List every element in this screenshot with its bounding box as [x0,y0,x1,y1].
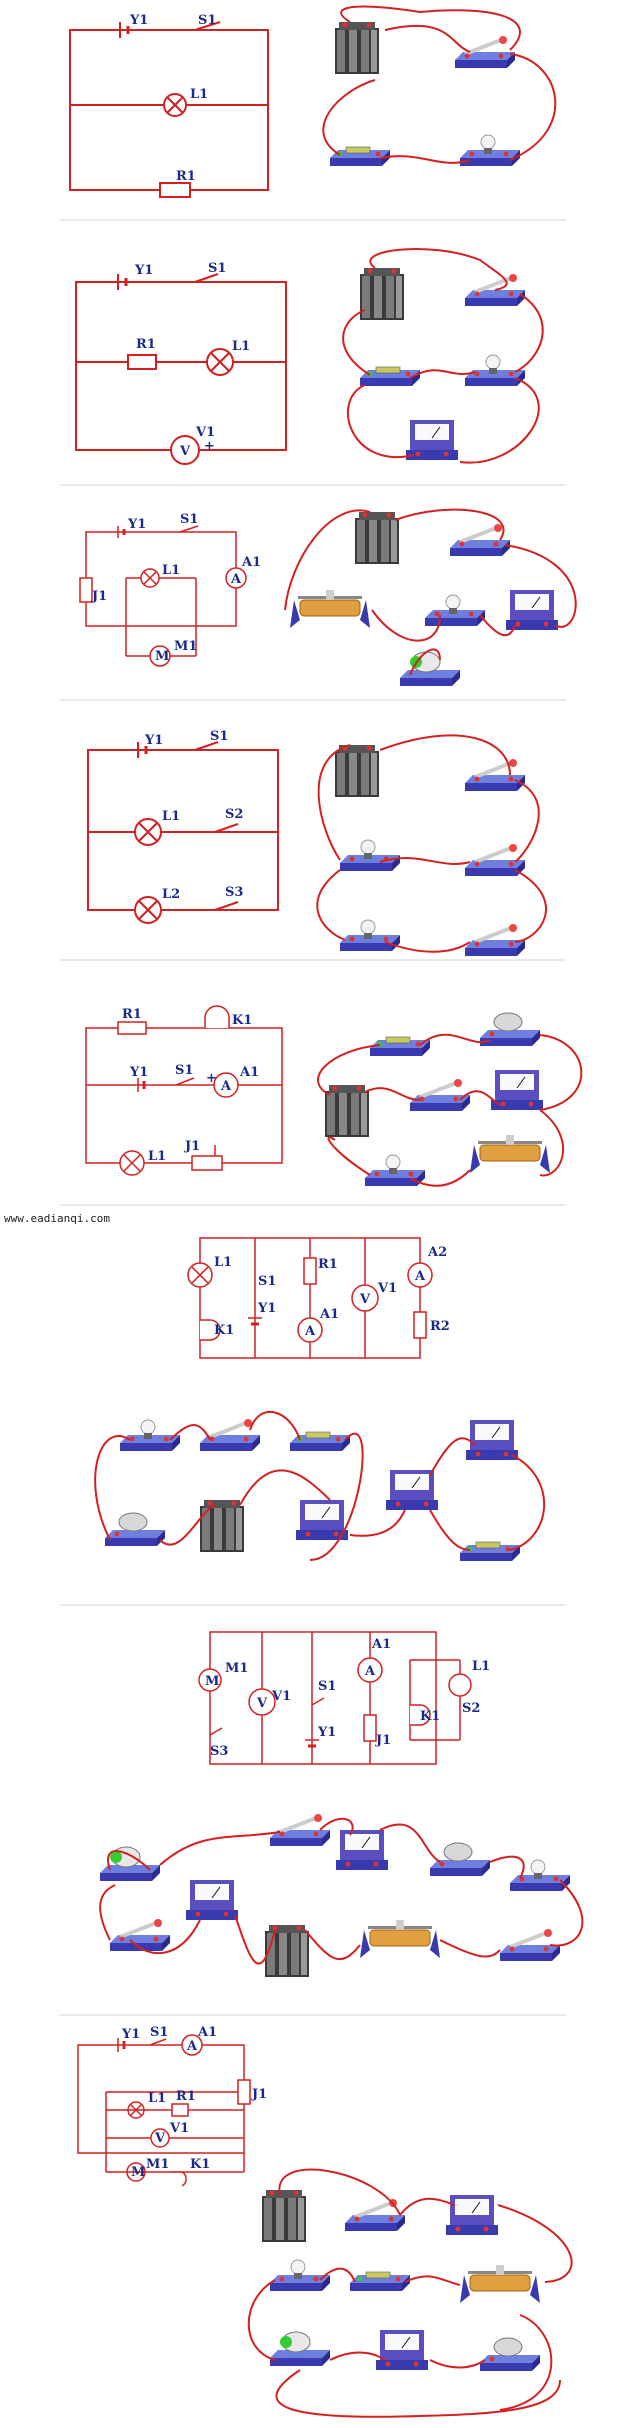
diagram-4-pictorial [316,734,547,956]
diagram-2-labels: Y1 S1 R1 L1 V1 V + [134,261,250,459]
diagram-8-labels: Y1 S1 A1 A L1 R1 J1 V1 V M1 M K1 [121,2025,267,2180]
label-S1: S1 [208,261,226,276]
label-A1: A1 [241,555,261,570]
label-S1: S1 [175,1063,193,1078]
diagram-3-pictorial [284,508,577,686]
ammeter-symbol: A [230,572,242,587]
diagram-7-labels: M1 M V1 V S1 A1 A L1 S3 Y1 J1 K1 S2 [205,1637,490,1759]
label-M1: M1 [174,639,197,654]
label-S1: S1 [258,1274,276,1289]
ammeter-symbol: A [364,1664,376,1679]
diagram-6-labels: L1 S1 R1 A1 A V1 V A2 A K1 Y1 R2 [214,1245,450,1339]
label-K1: K1 [190,2157,210,2172]
ammeter1-symbol: A [304,1324,316,1339]
voltmeter-symbol: V [256,1696,268,1711]
label-S3: S3 [225,885,243,900]
label-Y1: Y1 [121,2027,140,2042]
motor-symbol: M [155,649,169,664]
label-S1: S1 [198,13,216,28]
voltmeter-symbol: V [154,2131,166,2146]
label-Y1: Y1 [257,1301,276,1316]
label-R1: R1 [136,337,156,352]
diagram-8-schematic [77,2034,251,2187]
ammeter-symbol: A [220,1079,232,1094]
label-L2: L2 [162,887,180,902]
label-L1: L1 [472,1659,490,1674]
label-K1: K1 [420,1709,440,1724]
diagram-7-pictorial [99,1814,584,1977]
label-S2: S2 [225,807,243,822]
label-V1: V1 [169,2121,189,2136]
label-L1: L1 [214,1255,232,1270]
label-S3: S3 [210,1744,228,1759]
diagram-1-schematic [69,21,269,198]
diagram-6-schematic [187,1237,433,1359]
label-Y1: Y1 [129,1065,148,1080]
label-R1: R1 [176,169,196,184]
plus-sign: + [204,439,215,454]
label-M1: M1 [225,1661,248,1676]
plus-sign: + [206,1071,217,1086]
label-R2: R2 [430,1319,450,1334]
label-A1: A1 [239,1065,259,1080]
section-separators [60,219,566,2016]
label-A1: A1 [197,2025,217,2040]
diagram-7-schematic [198,1631,472,1765]
label-V1: V1 [377,1281,397,1296]
diagram-3-labels: Y1 S1 A1 A J1 L1 M1 M [91,512,261,664]
label-S1: S1 [150,2025,168,2040]
diagram-5-pictorial [317,1013,583,1187]
diagram-4-labels: Y1 S1 L1 S2 L2 S3 [144,729,243,902]
label-L1: L1 [148,1149,166,1164]
label-S2: S2 [462,1701,480,1716]
label-L1: L1 [162,809,180,824]
diagram-1-pictorial [322,5,557,166]
voltmeter-symbol: V [359,1292,371,1307]
motor-symbol: M [205,1674,219,1689]
label-Y1: Y1 [129,13,148,28]
diagram-6-pictorial [94,1410,546,1561]
diagram-2-schematic [75,273,287,465]
label-R1: R1 [176,2089,196,2104]
diagram-1-labels: Y1 S1 L1 R1 [129,13,216,184]
label-J1: J1 [251,2087,267,2102]
label-V1: V1 [195,425,215,440]
label-L1: L1 [162,563,180,578]
label-A1: A1 [371,1637,391,1652]
label-L1: L1 [190,87,208,102]
label-Y1: Y1 [134,263,153,278]
motor-symbol: M [131,2165,145,2180]
diagram-3-schematic [79,525,247,667]
label-J1: J1 [184,1139,200,1154]
label-J1: J1 [375,1733,391,1748]
label-S1: S1 [210,729,228,744]
label-R1: R1 [318,1257,338,1272]
label-Y1: Y1 [144,733,163,748]
label-V1: V1 [271,1689,291,1704]
label-A2: A2 [427,1245,447,1260]
label-M1: M1 [146,2157,169,2172]
label-R1: R1 [122,1007,142,1022]
ammeter2-symbol: A [414,1269,426,1284]
label-J1: J1 [91,589,107,604]
label-L1: L1 [148,2091,166,2106]
label-Y1: Y1 [127,517,146,532]
diagram-5-schematic [85,1005,283,1176]
voltmeter-symbol: V [179,444,191,459]
diagram-4-schematic [87,741,279,924]
ammeter-symbol: A [186,2039,198,2054]
diagram-5-labels: R1 K1 Y1 S1 A1 A + L1 J1 [122,1007,259,1164]
diagram-2-pictorial [342,247,544,464]
label-A1: A1 [319,1307,339,1322]
label-S1: S1 [180,512,198,527]
diagram-8-pictorial [247,2168,573,2418]
label-S1: S1 [318,1679,336,1694]
label-K1: K1 [214,1323,234,1338]
label-Y1: Y1 [317,1725,336,1740]
label-L1: L1 [232,339,250,354]
site-watermark: www.eadianqi.com [4,1212,110,1225]
label-K1: K1 [232,1013,252,1028]
